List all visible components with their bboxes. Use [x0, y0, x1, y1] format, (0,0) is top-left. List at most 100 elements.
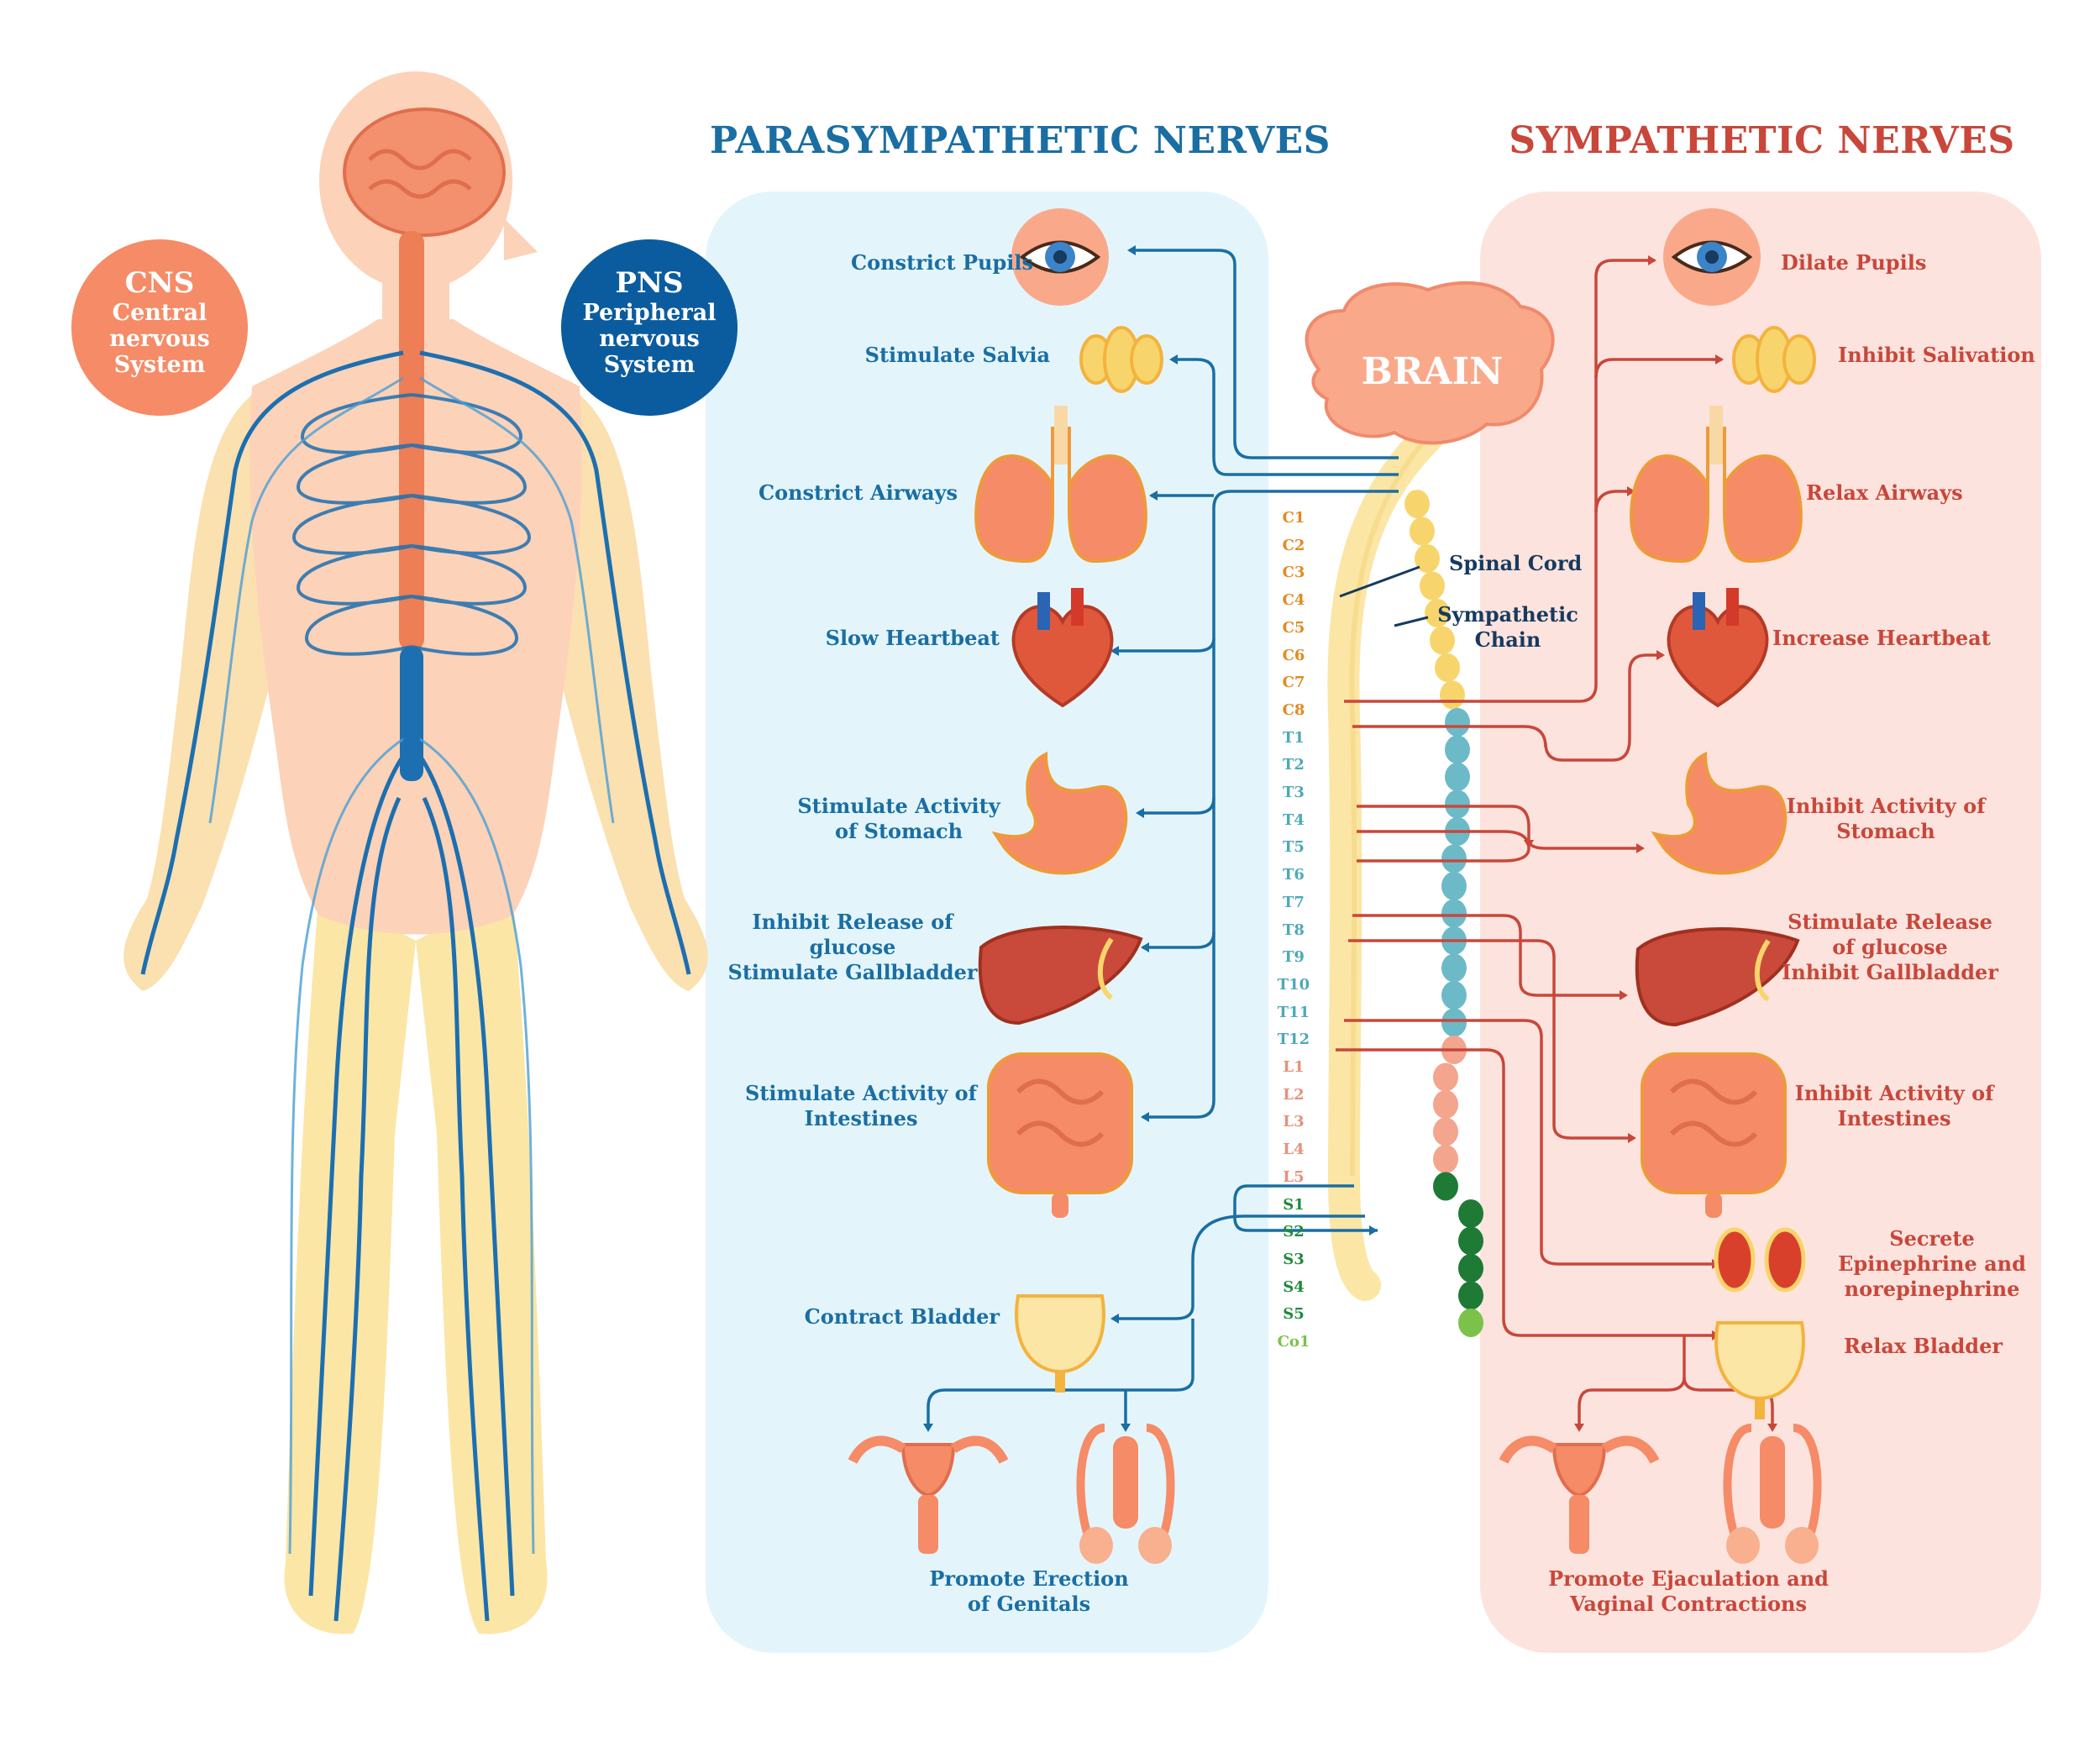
- para-label-inhibit-glucose: Inhibit Release of glucose Stimulate Gal…: [727, 910, 979, 985]
- para-eye-icon: [1011, 208, 1109, 306]
- para-lungs-icon: [974, 406, 1147, 564]
- parasympathetic-panel: [706, 191, 1268, 1653]
- chain-ganglion-c6: [1430, 626, 1455, 655]
- pns-badge: PNS Peripheral nervous System: [561, 239, 738, 416]
- sympathetic-nerve-paths: [1336, 255, 1777, 1432]
- chain-ganglion-t3: [1445, 763, 1470, 791]
- symp-label-inhibit-stomach: Inhibit Activity of Stomach: [1772, 794, 1999, 844]
- segment-label-c1: C1: [1282, 509, 1305, 527]
- chain-ganglion-t4: [1445, 789, 1470, 819]
- symp-label-inhibit-salivation: Inhibit Salivation: [1838, 343, 2035, 367]
- symp-path-genitals-2-arrowhead: [1767, 1424, 1777, 1432]
- symp-path-liver: [1352, 914, 1625, 997]
- symp-path-genitals-arrowhead: [1574, 1424, 1584, 1432]
- cns-line3: System: [113, 352, 206, 378]
- para-label-promote-erection: Promote Erection of Genitals: [903, 1566, 1155, 1617]
- cns-abbr: CNS: [124, 266, 195, 300]
- segment-label-s2: S2: [1283, 1223, 1305, 1241]
- para-path-salivary-arrowhead: [1169, 354, 1178, 365]
- symp-label-secrete-epinephrine-1: Secrete: [1889, 1226, 1975, 1251]
- symp-label-inhibit-intestines-2: Intestines: [1837, 1106, 1951, 1130]
- segment-label-c7: C7: [1282, 674, 1305, 692]
- symp-path-airways-arrowhead: [1627, 486, 1635, 496]
- symp-male-reproductive-icon: [1723, 1424, 1822, 1564]
- para-label-stimulate-intestines-2: Intestines: [804, 1106, 918, 1130]
- chain-ganglion-s1: [1433, 1172, 1458, 1201]
- para-path-salivary: [1172, 358, 1399, 476]
- cns-badge: CNS Central nervous System: [71, 239, 248, 416]
- symp-label-relax-airways: Relax Airways: [1806, 480, 1963, 505]
- symp-female-reproductive-icon: [1499, 1435, 1660, 1554]
- sympathetic-chain-line1: Sympathetic: [1437, 602, 1578, 627]
- symp-label-stimulate-glucose-2: of glucose: [1832, 935, 1948, 959]
- chain-ganglion-t11: [1441, 981, 1467, 1010]
- symp-label-promote-ejaculation-1: Promote Ejaculation and: [1548, 1566, 1829, 1591]
- chain-ganglion-c8: [1440, 680, 1465, 710]
- symp-path-salivary-arrowhead: [1715, 354, 1724, 365]
- sympathetic-chain-label: Sympathetic Chain: [1432, 602, 1583, 653]
- parasympathetic-nerve-paths: [923, 245, 1399, 1432]
- para-path-stomach: [1138, 797, 1215, 815]
- chain-ganglion-t10: [1441, 953, 1467, 983]
- para-path-liver-arrowhead: [1141, 942, 1149, 952]
- symp-label-secrete-epinephrine: Secrete Epinephrine and norepinephrine: [1823, 1226, 2041, 1302]
- chain-ganglion-c1: [1404, 490, 1430, 518]
- segment-label-co1: Co1: [1277, 1333, 1310, 1351]
- segment-label-c6: C6: [1282, 646, 1305, 664]
- symp-label-relax-bladder: Relax Bladder: [1844, 1334, 2003, 1358]
- chain-ganglion-t12: [1441, 1008, 1467, 1037]
- symp-label-dilate-pupils: Dilate Pupils: [1781, 250, 1927, 275]
- symp-label-stimulate-glucose-3: Inhibit Gallbladder: [1782, 960, 1998, 984]
- segment-label-c8: C8: [1282, 700, 1305, 719]
- segment-label-t5: T5: [1283, 838, 1305, 857]
- chain-ganglion-s4: [1458, 1254, 1483, 1283]
- sympathetic-title: SYMPATHETIC NERVES: [1509, 119, 2015, 162]
- chain-ganglion-c7: [1435, 653, 1460, 682]
- symp-label-secrete-epinephrine-2: Epinephrine and: [1838, 1251, 2026, 1276]
- para-path-liver: [1142, 931, 1215, 949]
- para-label-stimulate-intestines: Stimulate Activity of Intestines: [731, 1081, 991, 1131]
- para-path-sacral-2-arrowhead: [1110, 1314, 1119, 1324]
- para-heart-icon: [1011, 588, 1114, 708]
- symp-path-bladder: [1336, 1048, 1718, 1337]
- segment-label-t4: T4: [1283, 810, 1305, 829]
- symp-path-airways: [1594, 490, 1634, 513]
- symp-label-inhibit-intestines: Inhibit Activity of Intestines: [1781, 1081, 2008, 1131]
- para-label-stimulate-stomach: Stimulate Activity of Stomach: [773, 794, 1025, 844]
- chain-ganglion-t1: [1445, 708, 1470, 737]
- para-intestines-icon: [987, 1052, 1133, 1218]
- cns-line2: nervous: [109, 326, 210, 352]
- segment-label-t9: T9: [1283, 948, 1305, 967]
- para-path-stomach-arrowhead: [1136, 808, 1144, 818]
- pns-line3: System: [603, 352, 696, 378]
- chain-ganglion-t6: [1441, 844, 1467, 873]
- symp-path-salivary: [1594, 358, 1722, 379]
- sympathetic-chain-line2: Chain: [1474, 627, 1541, 652]
- para-salivary-gland-icon: [1079, 326, 1163, 393]
- symp-label-stimulate-glucose: Stimulate Release of glucose Inhibit Gal…: [1772, 910, 2008, 985]
- symp-label-promote-ejaculation-2: Vaginal Contractions: [1570, 1592, 1807, 1616]
- symp-path-genitals: [1578, 1335, 1686, 1428]
- chain-ganglion-c4: [1420, 571, 1445, 601]
- para-female-reproductive-icon: [848, 1435, 1009, 1554]
- segment-label-l2: L2: [1283, 1085, 1305, 1104]
- sympathetic-chain: [1404, 490, 1483, 1337]
- segment-label-l5: L5: [1283, 1167, 1305, 1186]
- symp-path-adrenal: [1344, 1019, 1718, 1266]
- para-path-genitals-arrowhead: [923, 1424, 933, 1432]
- symp-label-stimulate-glucose-1: Stimulate Release: [1788, 910, 1992, 934]
- para-path-pupils-arrowhead: [1127, 245, 1136, 255]
- segment-label-l3: L3: [1283, 1113, 1305, 1131]
- symp-label-inhibit-stomach-1: Inhibit Activity of: [1786, 794, 1986, 818]
- segment-label-c2: C2: [1282, 536, 1305, 554]
- para-label-stimulate-salvia: Stimulate Salvia: [864, 343, 1050, 367]
- para-label-slow-heartbeat: Slow Heartbeat: [825, 626, 1000, 650]
- symp-intestines-icon: [1641, 1052, 1787, 1218]
- segment-label-t7: T7: [1283, 893, 1305, 911]
- symp-path-pupils-arrowhead: [1648, 255, 1656, 265]
- brain-label: BRAIN: [1361, 350, 1504, 393]
- pns-line2: nervous: [599, 326, 700, 352]
- chain-ganglion-c3: [1415, 544, 1440, 573]
- symp-path-stomach-arrowhead: [1636, 843, 1645, 853]
